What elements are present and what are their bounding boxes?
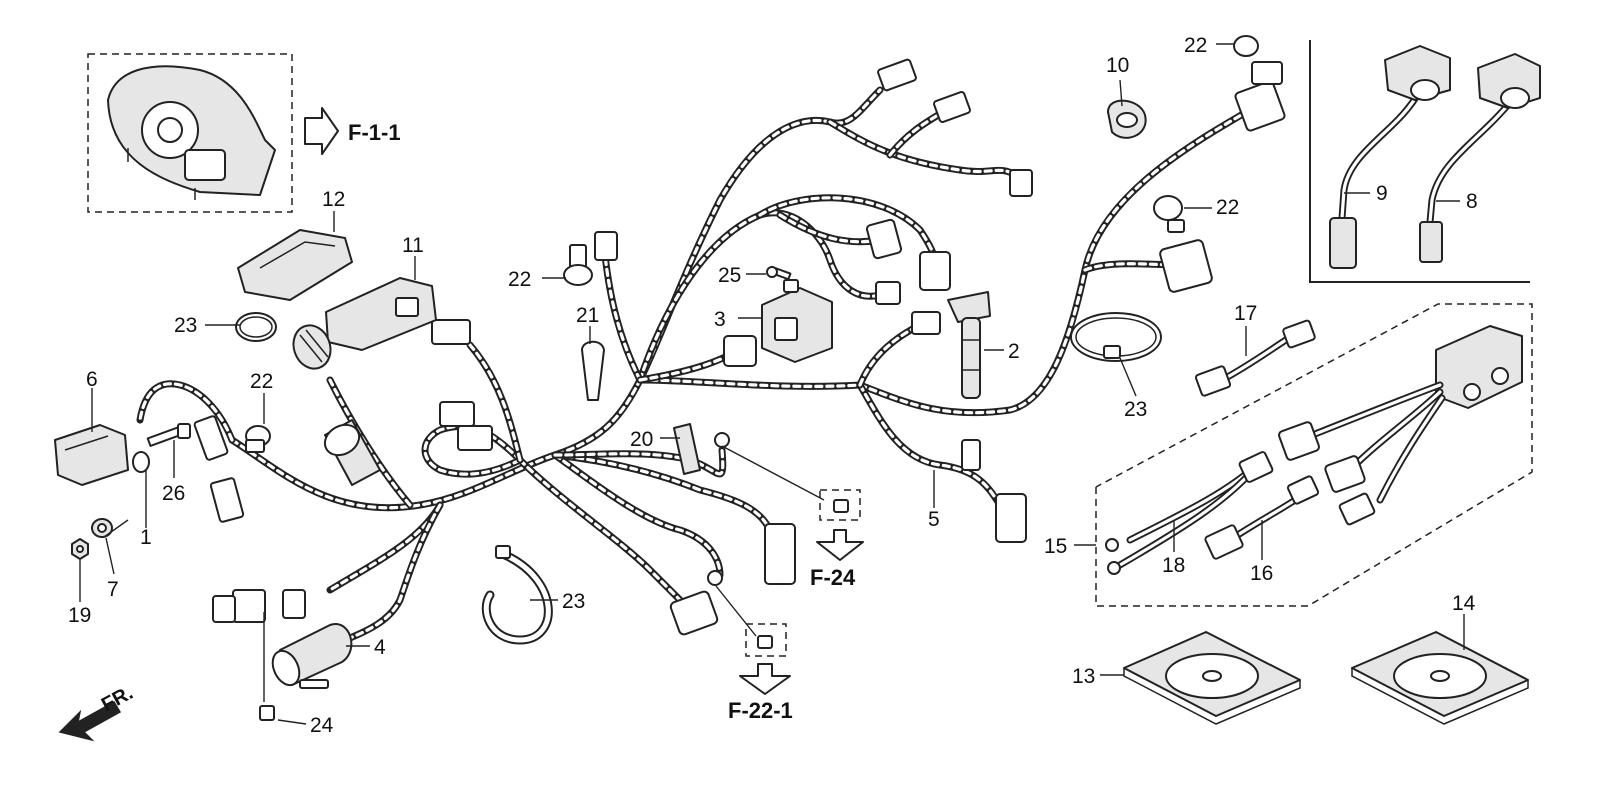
callout-20: 20 [630, 428, 653, 451]
callout-13: 13 [1072, 665, 1095, 688]
callout-17: 17 [1234, 302, 1257, 325]
part-3-regulator [761, 279, 833, 363]
part-19-nut [71, 538, 89, 560]
callout-18: 18 [1162, 554, 1185, 577]
ref-meter: F-1-1 [348, 120, 401, 145]
part-18-harness [1105, 451, 1274, 575]
band-23-center [481, 545, 553, 645]
callout-1: 1 [140, 526, 152, 549]
callout-25: 25 [718, 264, 741, 287]
part-26-bolt [146, 423, 191, 447]
callout-22-center: 22 [508, 268, 531, 291]
callout-11: 11 [402, 234, 424, 257]
front-direction-arrow: FR. [58, 682, 137, 742]
callout-24: 24 [310, 714, 334, 737]
inset-switch-panel [1309, 40, 1530, 283]
part-11-module [325, 277, 437, 351]
callout-16: 16 [1250, 562, 1273, 585]
ground-bolt-engine: F-22-1 [728, 623, 793, 723]
callout-22-left: 22 [250, 370, 273, 393]
lamp-socket [292, 324, 381, 486]
part-24-clip [259, 705, 275, 721]
part-17-sub-harness [1194, 319, 1316, 397]
part-8-switch [1419, 53, 1541, 263]
callout-4: 4 [374, 636, 386, 659]
callout-19: 19 [68, 604, 91, 627]
callout-10: 10 [1106, 54, 1129, 77]
ground-bolt-frame: F-24 [810, 489, 864, 590]
part-20-clamp [673, 423, 701, 475]
part-15-junction [1435, 325, 1523, 409]
ref-engine-ground: F-22-1 [728, 698, 793, 723]
callout-8: 8 [1466, 190, 1478, 213]
callout-9: 9 [1376, 182, 1388, 205]
part-1-collar [132, 451, 150, 473]
part-14-manual [1351, 631, 1529, 725]
part-6-switch [54, 424, 129, 486]
meter-reference: F-1-1 [304, 107, 401, 155]
band-23-right [1070, 312, 1162, 362]
part-22-clamp-top [1233, 35, 1259, 57]
callout-22-top: 22 [1184, 34, 1207, 57]
part-13-manual [1123, 631, 1301, 725]
callout-12: 12 [322, 188, 345, 211]
part-22-clamp-right [1153, 195, 1185, 233]
part-25-bolt [766, 265, 792, 281]
callout-23-center: 23 [562, 590, 585, 613]
part-9-switch [1329, 45, 1451, 269]
part-15-branches [1278, 381, 1446, 526]
part-12-cover [237, 229, 353, 301]
callout-23-left: 23 [174, 314, 197, 337]
callout-numbers: 6 1 26 7 19 23 22 12 11 23 4 24 22 21 20… [68, 34, 1478, 737]
part-16-harness [1204, 475, 1320, 560]
band-23-left [235, 312, 277, 342]
part-21-holder [581, 340, 605, 401]
part-10-band [1107, 99, 1147, 139]
callout-15: 15 [1044, 535, 1067, 558]
harness-connectors [193, 58, 1286, 636]
ref-frame-ground: F-24 [810, 565, 856, 590]
meter-assembly [87, 53, 293, 213]
part-2-plug-cap [947, 291, 991, 399]
front-arrow-icon [58, 700, 122, 742]
callout-3: 3 [714, 308, 726, 331]
callout-26: 26 [162, 482, 185, 505]
part-4-condenser [271, 623, 353, 689]
callout-23-right: 23 [1124, 398, 1147, 421]
callout-22-right: 22 [1216, 196, 1239, 219]
part-7-grommet [91, 518, 113, 538]
part-22-clamp-left [245, 425, 271, 453]
callout-5: 5 [928, 508, 940, 531]
callout-2: 2 [1008, 340, 1020, 363]
callout-21: 21 [576, 304, 599, 327]
part-22-clamp-center [563, 264, 593, 286]
part-15-kit-outline [1095, 303, 1533, 607]
leader-lines [79, 43, 1465, 725]
callout-14: 14 [1452, 592, 1476, 615]
callout-7: 7 [107, 578, 119, 601]
callout-6: 6 [86, 368, 98, 391]
